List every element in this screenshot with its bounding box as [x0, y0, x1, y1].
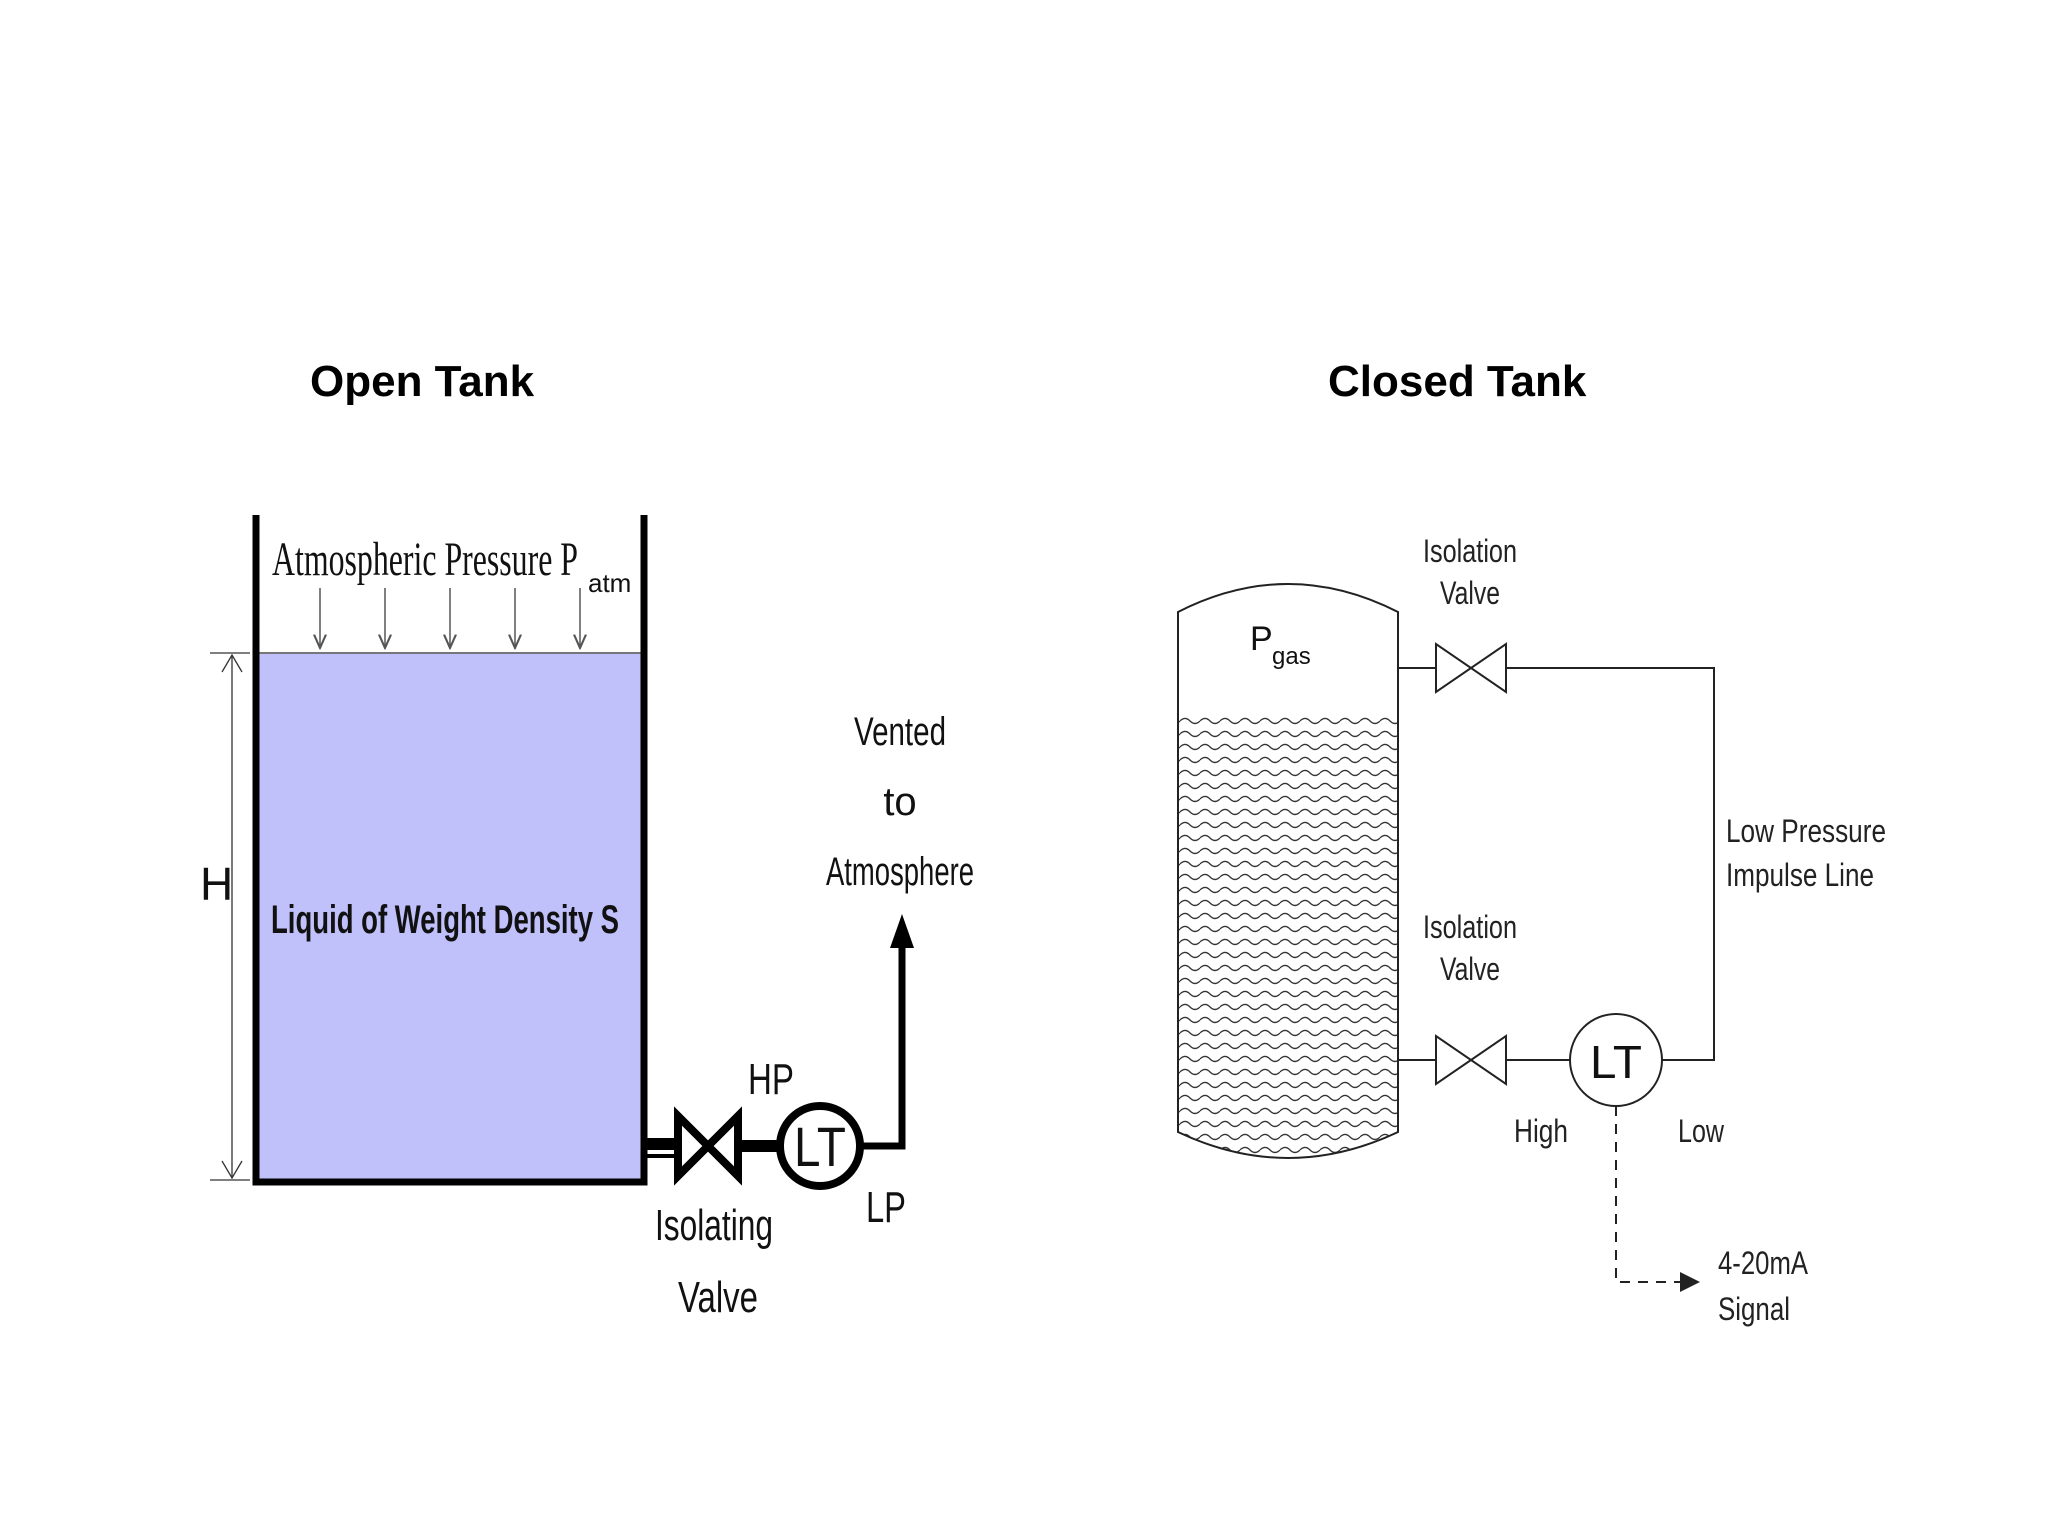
vent-label-line1: Vented: [854, 710, 946, 754]
gas-pressure-subscript: gas: [1272, 643, 1311, 670]
isolating-valve-label-line1: Isolating: [655, 1201, 773, 1250]
signal-label-line2: Signal: [1718, 1291, 1790, 1327]
liquid-label: Liquid of Weight Density S: [271, 898, 619, 942]
bottom-valve-label-line1: Isolation: [1423, 909, 1517, 945]
impulse-line-label-line2: Impulse Line: [1726, 857, 1874, 893]
isolating-valve-icon: [674, 1106, 742, 1186]
closed-tank-diagram: P gas LT Isolation Valve Isolation Valve…: [1177, 533, 1886, 1327]
low-pressure-impulse-line: [1506, 667, 1715, 1061]
vent-line: [860, 942, 906, 1150]
atm-pressure-subscript: atm: [588, 568, 631, 598]
gas-pressure-label: P: [1250, 620, 1273, 658]
vent-label-line3: Atmosphere: [826, 850, 974, 894]
closed-tank-vessel: [1177, 583, 1399, 1159]
isolating-valve-label-line2: Valve: [678, 1273, 758, 1322]
low-label: Low: [1678, 1113, 1725, 1149]
bottom-valve-label-line2: Valve: [1440, 951, 1500, 987]
closed-tank-liquid: [1178, 712, 1398, 1158]
signal-arrow-icon: [1680, 1272, 1700, 1292]
liquid-fill: [258, 653, 644, 1180]
height-dimension: [210, 652, 250, 1181]
closed-tank-title: Closed Tank: [1328, 357, 1587, 406]
closed-lt-label: LT: [1590, 1036, 1642, 1088]
pressure-arrows: [320, 588, 580, 648]
open-lt-label: LT: [794, 1115, 846, 1178]
vent-arrow-icon: [890, 914, 914, 948]
top-valve-label-line2: Valve: [1440, 575, 1500, 611]
top-valve-label-line1: Isolation: [1423, 533, 1517, 569]
bottom-isolation-valve-icon: [1435, 1034, 1507, 1086]
signal-line: [1615, 1106, 1688, 1283]
height-label: H: [200, 858, 233, 910]
open-tank-title: Open Tank: [310, 357, 535, 406]
signal-label-line1: 4-20mA: [1718, 1245, 1809, 1281]
high-label: High: [1514, 1113, 1568, 1149]
open-tank-diagram: Atmospheric Pressure P atm H Liquid of W…: [200, 515, 974, 1322]
open-tank-walls: [252, 515, 648, 1186]
hp-label: HP: [748, 1055, 794, 1104]
atm-pressure-label: Atmospheric Pressure P: [272, 533, 578, 586]
lp-label: LP: [866, 1183, 906, 1232]
vent-label-line2: to: [883, 780, 916, 824]
top-isolation-valve-icon: [1435, 642, 1507, 694]
impulse-line-label-line1: Low Pressure: [1726, 813, 1886, 849]
